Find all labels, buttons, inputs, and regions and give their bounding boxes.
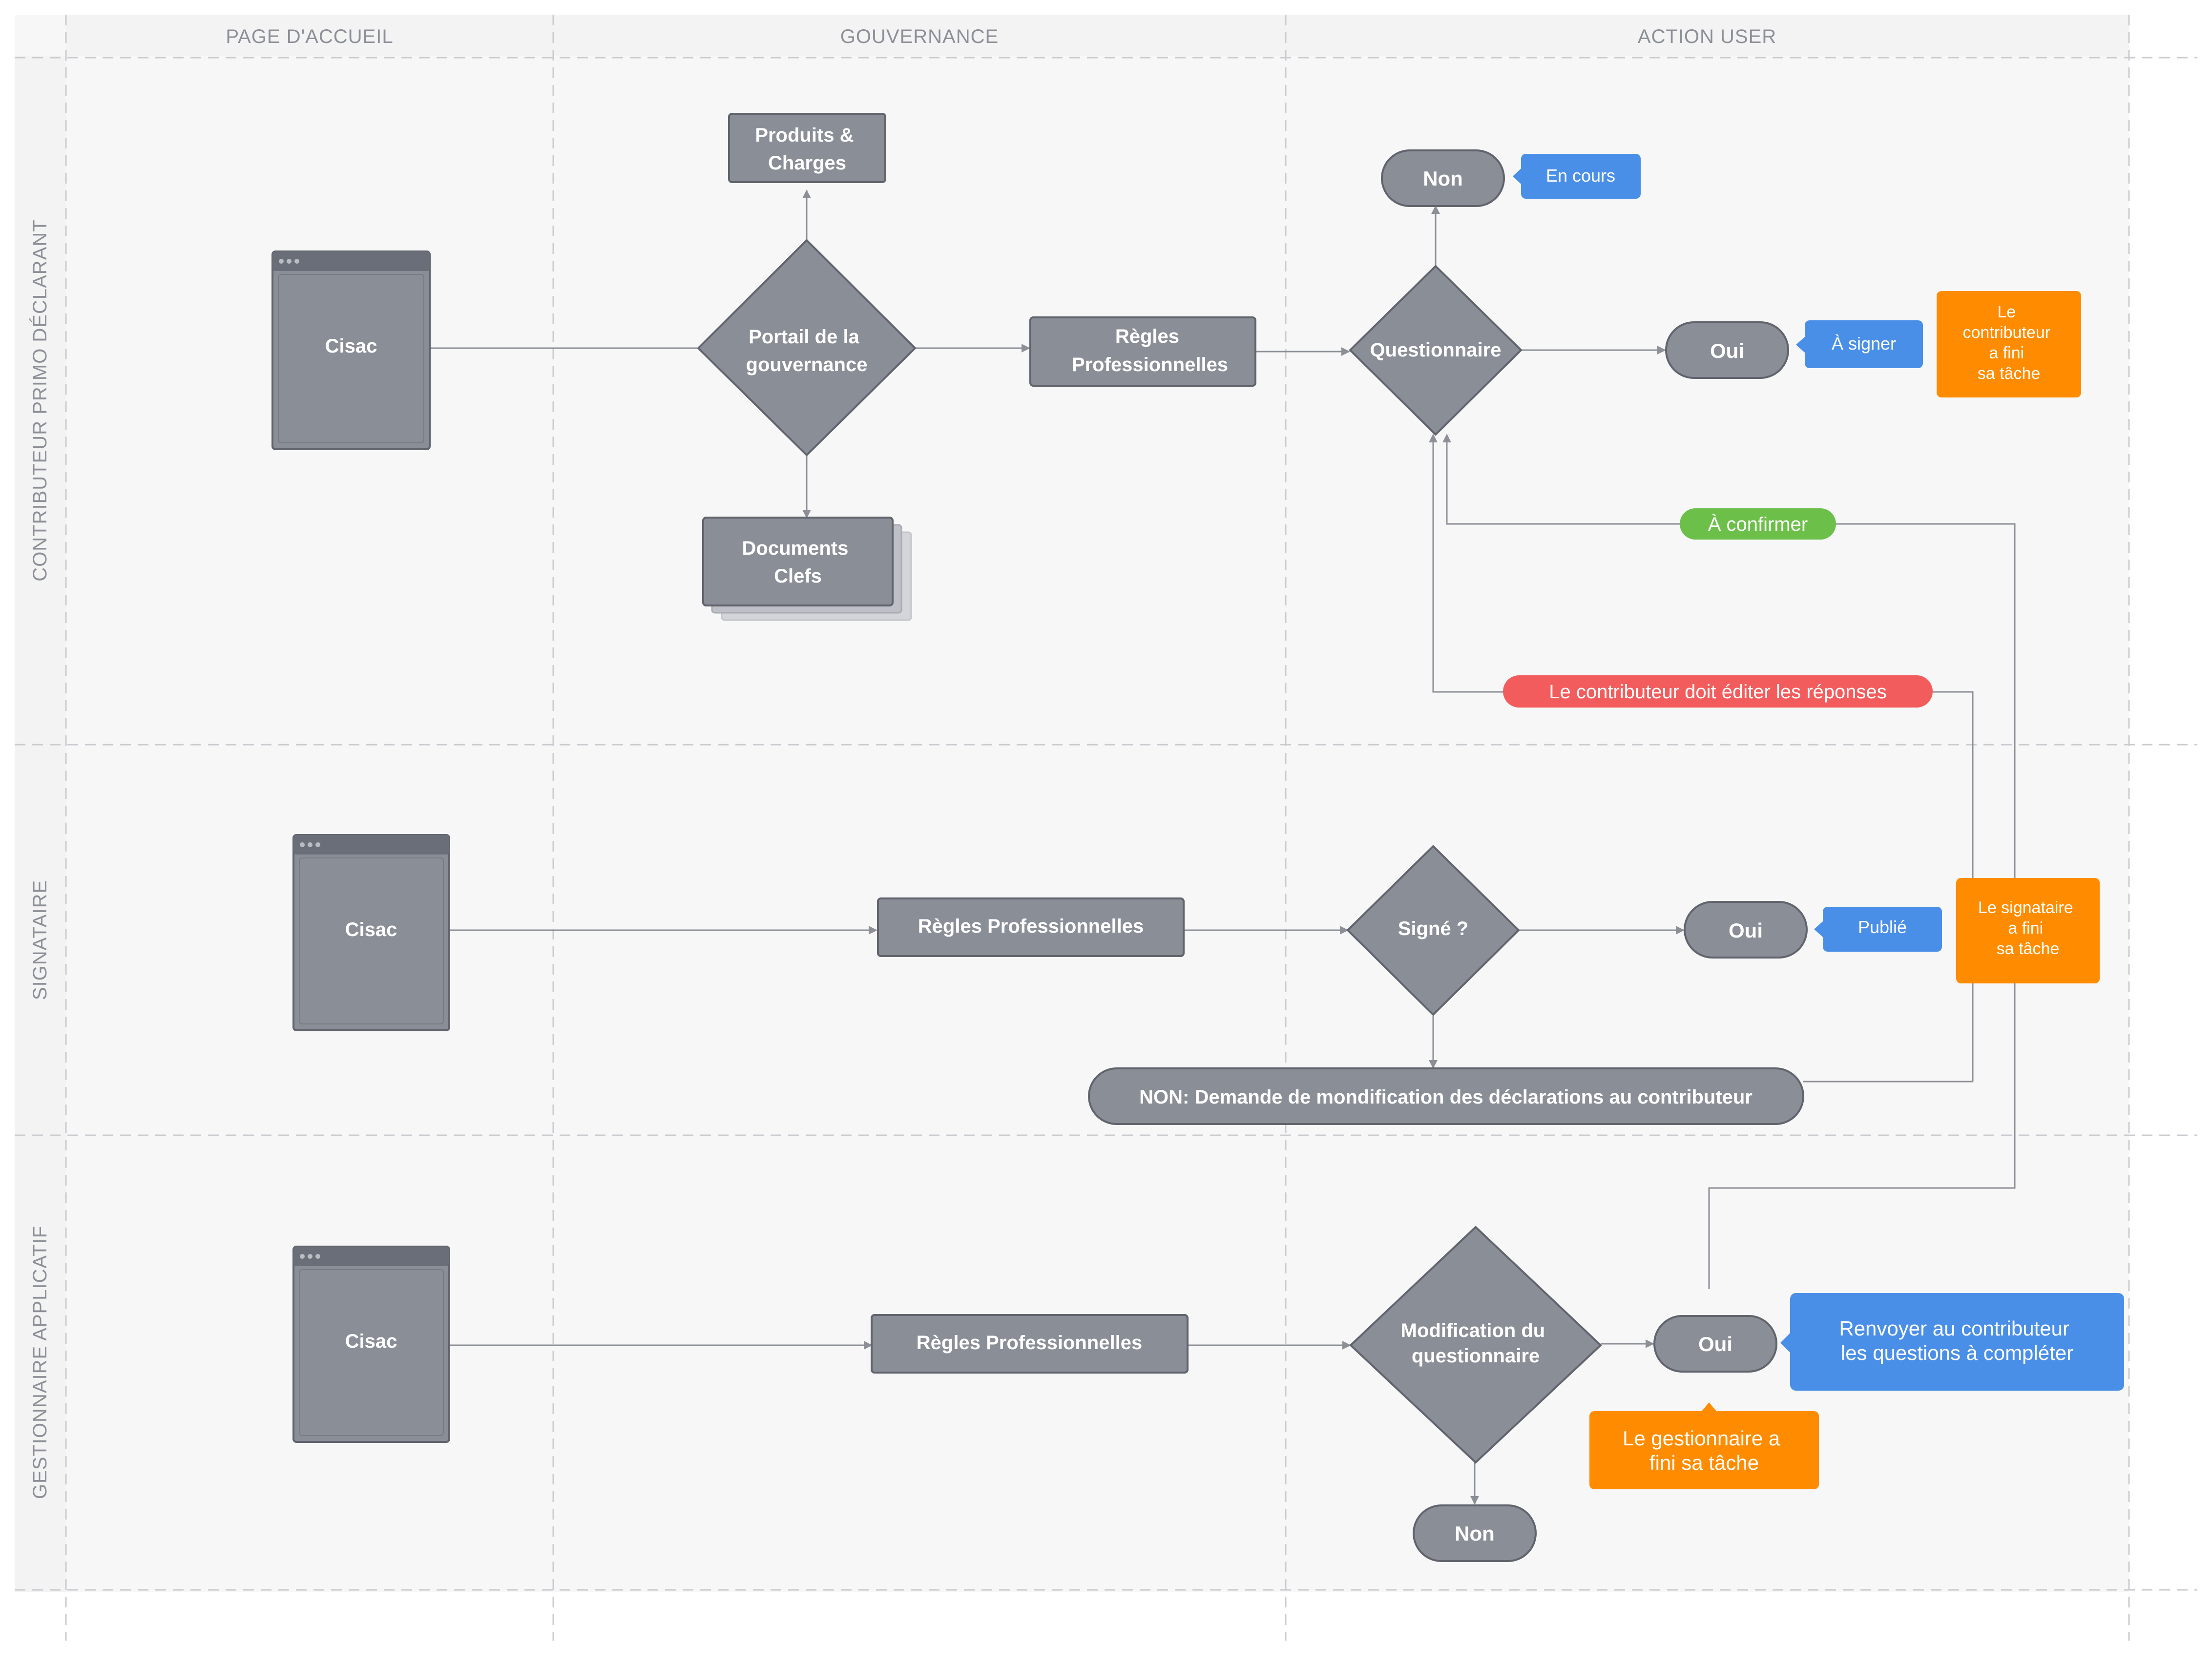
portal-label-line-2: gouvernance bbox=[746, 354, 868, 375]
no-pill-1: Non bbox=[1381, 149, 1505, 207]
no-pill-3-label: Non bbox=[1455, 1522, 1495, 1545]
signatory-done-line-3: sa tâche bbox=[1997, 939, 2060, 958]
published-tag: Publié bbox=[1814, 907, 1942, 952]
column-header-home: PAGE D'ACCUEIL bbox=[226, 26, 393, 47]
resend-line-2: les questions à compléter bbox=[1841, 1341, 2073, 1364]
modification-diamond: Modification du questionnaire bbox=[1349, 1226, 1602, 1464]
manager-done-note: Le gestionnaire a fini sa tâche bbox=[1589, 1402, 1819, 1489]
to-sign-label: À signer bbox=[1832, 334, 1896, 354]
no-pill-1-label: Non bbox=[1423, 167, 1463, 190]
svg-text:Documents Clefs: Documents Clefs bbox=[742, 538, 854, 587]
documents-label-line-1: Documents bbox=[742, 538, 849, 559]
lane-header-manager: GESTIONNAIRE APPLICATIF bbox=[29, 1226, 51, 1499]
questionnaire-diamond: Questionnaire bbox=[1349, 265, 1523, 436]
manager-done-line-1: Le gestionnaire a bbox=[1623, 1427, 1780, 1450]
to-confirm-pill: À confirmer bbox=[1680, 508, 1836, 540]
cisac-window-2: Cisac bbox=[292, 834, 450, 1031]
svg-text:Le contributeur a: Le contributeur a fini sa tâche bbox=[1963, 303, 2055, 383]
no-pill-3: Non bbox=[1413, 1504, 1537, 1562]
modification-label-line-2: questionnaire bbox=[1412, 1345, 1540, 1367]
column-header-band bbox=[66, 15, 2129, 56]
cisac-window-3: Cisac bbox=[292, 1246, 450, 1443]
lane-header-signatory: SIGNATAIRE bbox=[29, 880, 51, 1000]
products-label-line-1: Produits & bbox=[755, 125, 854, 146]
lane-header-contributor: CONTRIBUTEUR PRIMO DÉCLARANT bbox=[29, 219, 51, 581]
svg-text:Produits & Charges: Produits & Charges bbox=[755, 125, 859, 174]
signed-label: Signé ? bbox=[1398, 918, 1468, 939]
must-edit-pill: Le contributeur doit éditer les réponses bbox=[1503, 675, 1933, 708]
signatory-done-line-1: Le signataire bbox=[1978, 898, 2073, 917]
documents-label-line-2: Clefs bbox=[774, 565, 822, 587]
in-progress-tag: En cours bbox=[1513, 154, 1641, 199]
svg-text:Le signataire a fini: Le signataire a fini sa tâche bbox=[1978, 898, 2078, 958]
products-label-line-2: Charges bbox=[768, 152, 846, 174]
rules-1-label-line-1: Règles bbox=[1115, 326, 1179, 347]
products-box: Produits & Charges bbox=[728, 113, 886, 183]
column-header-governance: GOUVERNANCE bbox=[840, 26, 999, 47]
signed-diamond: Signé ? bbox=[1346, 845, 1520, 1016]
lane-header-band bbox=[15, 56, 66, 1592]
manager-done-line-2: fini sa tâche bbox=[1649, 1451, 1759, 1474]
svg-text:Portail de la gouvernanc: Portail de la gouvernance bbox=[746, 326, 868, 375]
published-label: Publié bbox=[1858, 917, 1907, 937]
must-edit-label: Le contributeur doit éditer les réponses bbox=[1549, 681, 1887, 703]
signatory-done-line-2: a fini bbox=[2008, 919, 2043, 938]
documents-stack: Documents Clefs bbox=[702, 517, 912, 621]
yes-pill-1: Oui bbox=[1665, 321, 1789, 379]
yes-pill-2-label: Oui bbox=[1729, 919, 1763, 942]
column-header-action: ACTION USER bbox=[1638, 26, 1776, 47]
svg-text:Le gestionnaire a fini s: Le gestionnaire a fini sa tâche bbox=[1623, 1427, 1786, 1474]
cisac-window-1: Cisac bbox=[271, 250, 431, 450]
rules-box-3: Règles Professionnelles bbox=[871, 1314, 1189, 1374]
signatory-done-note: Le signataire a fini sa tâche bbox=[1956, 878, 2100, 983]
yes-pill-1-label: Oui bbox=[1710, 339, 1744, 362]
cisac-label-1: Cisac bbox=[325, 335, 377, 357]
rules-3-label: Règles Professionnelles bbox=[917, 1332, 1142, 1354]
to-sign-tag: À signer bbox=[1796, 320, 1923, 368]
contributor-done-line-1: Le bbox=[1997, 303, 2016, 321]
no-request-pill: NON: Demande de mondification des déclar… bbox=[1088, 1067, 1804, 1125]
cisac-label-3: Cisac bbox=[345, 1331, 397, 1352]
contributor-done-line-3: a fini bbox=[1989, 344, 2024, 362]
contributor-done-line-4: sa tâche bbox=[1978, 364, 2041, 383]
portal-label-line-1: Portail de la bbox=[749, 326, 859, 348]
contributor-done-line-2: contributeur bbox=[1963, 323, 2051, 342]
rules-1-label-line-2: Professionnelles bbox=[1072, 354, 1228, 375]
portal-diamond: Portail de la gouvernance bbox=[697, 239, 917, 457]
to-confirm-label: À confirmer bbox=[1708, 513, 1808, 535]
yes-pill-3-label: Oui bbox=[1698, 1333, 1732, 1355]
edge-loop-manager bbox=[1708, 874, 2016, 1289]
no-request-label: NON: Demande de mondification des déclar… bbox=[1139, 1086, 1753, 1108]
yes-pill-3: Oui bbox=[1653, 1315, 1777, 1373]
modification-label-line-1: Modification du bbox=[1401, 1320, 1545, 1341]
yes-pill-2: Oui bbox=[1684, 901, 1808, 959]
cisac-label-2: Cisac bbox=[345, 919, 397, 940]
rules-2-label: Règles Professionnelles bbox=[918, 916, 1144, 937]
svg-text:Règles Professionnelles: Règles Professionnelles bbox=[1072, 326, 1228, 375]
contributor-done-note: Le contributeur a fini sa tâche bbox=[1937, 291, 2081, 397]
in-progress-label: En cours bbox=[1546, 166, 1615, 186]
questionnaire-label: Questionnaire bbox=[1370, 339, 1502, 361]
grid-dividers bbox=[15, 15, 2197, 1641]
svg-text:Modification du question: Modification du questionnaire bbox=[1401, 1320, 1551, 1367]
rules-box-1: Règles Professionnelles bbox=[1029, 316, 1256, 387]
resend-note: Renvoyer au contributeur les questions à… bbox=[1780, 1293, 2124, 1391]
rules-box-2: Règles Professionnelles bbox=[877, 897, 1185, 957]
resend-line-1: Renvoyer au contributeur bbox=[1839, 1317, 2069, 1340]
svg-text:Renvoyer au contributeur: Renvoyer au contributeur les questions à… bbox=[1839, 1317, 2075, 1364]
